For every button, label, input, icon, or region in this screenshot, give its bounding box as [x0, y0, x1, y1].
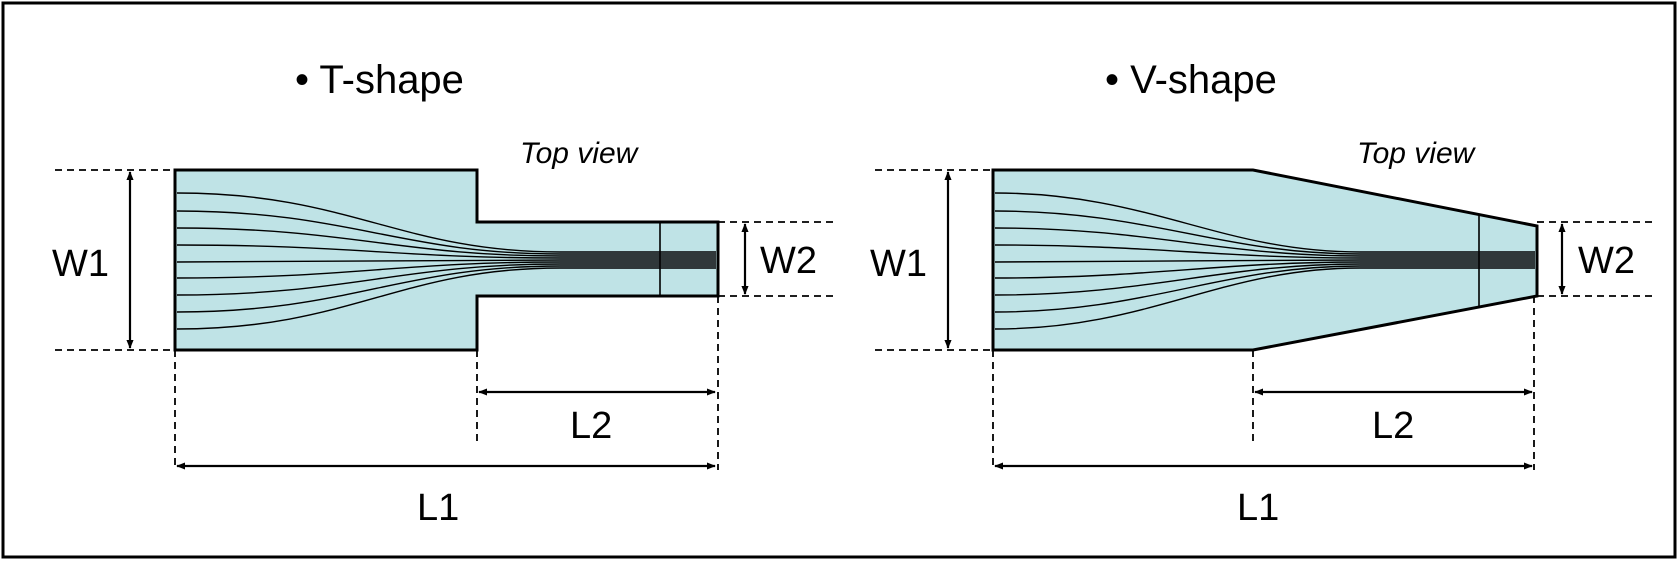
- v-w1-label: W1: [870, 243, 927, 285]
- v-shape-streamlines: [994, 192, 1535, 330]
- v-shape-title: • V-shape: [1105, 58, 1277, 102]
- t-shape-view-label: Top view: [520, 137, 640, 170]
- v-l2-label: L2: [1372, 405, 1414, 447]
- v-shape-panel: • V-shape Top view W1 W2 L2: [870, 58, 1657, 529]
- t-shape-panel: • T-shape Top view W1 W2 L2: [52, 58, 838, 529]
- t-shape-title: • T-shape: [295, 58, 464, 102]
- v-l1-label: L1: [1237, 487, 1279, 529]
- t-w1-label: W1: [52, 243, 109, 285]
- t-l2-label: L2: [570, 405, 612, 447]
- v-shape-view-label: Top view: [1357, 137, 1477, 170]
- t-l1-label: L1: [417, 487, 459, 529]
- t-shape-streamlines: [176, 192, 716, 330]
- v-w2-label: W2: [1578, 240, 1635, 282]
- t-w2-label: W2: [760, 240, 817, 282]
